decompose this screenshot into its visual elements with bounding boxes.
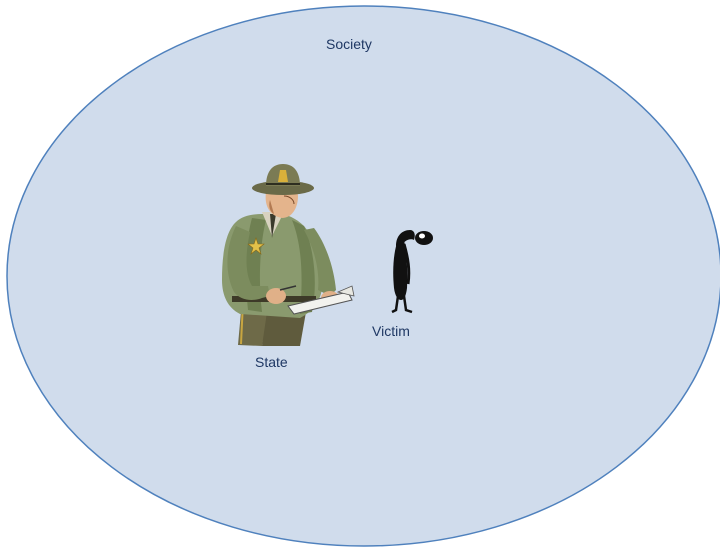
police-officer-icon bbox=[222, 164, 355, 346]
victim-label: Victim bbox=[372, 323, 410, 339]
slumped-figure-icon bbox=[391, 230, 433, 314]
state-label: State bbox=[255, 354, 288, 370]
society-label: Society bbox=[326, 36, 372, 52]
society-ellipse bbox=[6, 5, 720, 547]
